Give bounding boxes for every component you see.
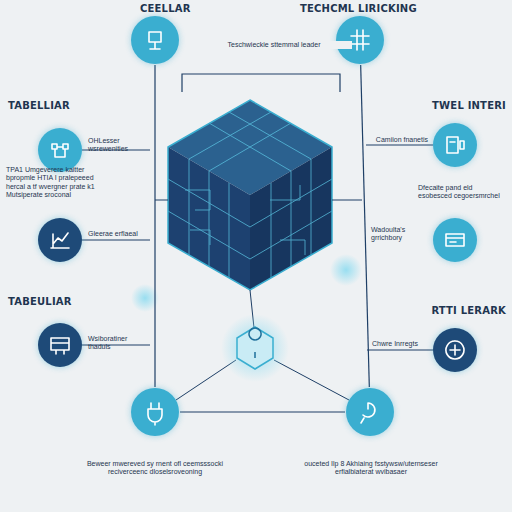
circle-icon [433,123,477,167]
icon-circle: CEELLAR [131,16,179,64]
icon-circle: ouceted Ilp 8 Akhiaing fsstywsw/uternses… [346,388,394,436]
small-hexagon [237,327,273,369]
circle-icon [336,16,384,64]
circle-icon [433,328,477,372]
note-text: Dfecaite pand eld esobesced cegoersmrche… [418,184,506,201]
node-label: Beweer mwereved sy rnent ofl ceemsssocki… [72,460,238,477]
section-heading: TABELLIAR [8,100,70,112]
icon-circle: OHLesser wsrewenities [38,128,82,172]
icon-circle: TECHCML LIRICKING [336,16,384,64]
node-label: Gleerae erflaeal [88,230,140,238]
icon-circle: Camiion fnanetis [433,123,477,167]
section-heading: RTTI LERARK [420,305,506,317]
icon-circle: Chwre Inrregts [433,328,477,372]
note-text: TPA1 Umgeverere kaitter bpropmle HTIA I … [6,166,102,200]
circle-icon [346,388,394,436]
circle-icon [38,218,82,262]
node-label: Wsiboratiner thaduls [88,335,146,352]
hexagon-icon [249,328,261,358]
circle-icon [38,128,82,172]
node-label: ouceted Ilp 8 Akhiaing fsstywsw/uternses… [288,460,454,477]
data-cube [168,100,332,290]
circle-icon [131,388,179,436]
connector-line [180,411,345,412]
bracket [182,74,340,92]
circle-icon [38,323,82,367]
icon-circle: Wsiboratiner thaduls [38,323,82,367]
node-heading: CEELLAR [140,3,191,15]
connector-line [154,65,155,387]
node-label: OHLesser wsrewenities [88,137,146,154]
circle-icon [131,16,179,64]
icon-circle: Wadoulta's grrichbory [433,218,477,262]
connector-line [361,65,370,387]
circle-icon [433,218,477,262]
node-label: Chwre Inrregts [372,340,428,348]
node-label: Wadoulta's grrichbory [371,226,431,243]
node-heading: TECHCML LIRICKING [300,3,417,15]
node-label: Camiion fnanetis [370,136,428,144]
section-heading: TWEL INTERI [420,100,506,112]
icon-circle: Gleerae erflaeal [38,218,82,262]
section-heading: TABEULIAR [8,296,72,308]
leader-lines [82,145,433,400]
icon-circle: Beweer mwereved sy rnent ofl ceemsssocki… [131,388,179,436]
bracket-label: Teschwieckie sttemmal leader [196,41,352,49]
